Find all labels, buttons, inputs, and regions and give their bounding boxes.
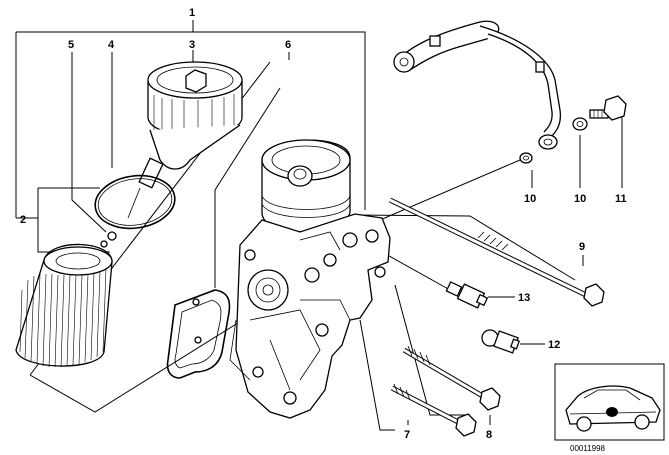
washer-icon [519,117,588,164]
callout-11: 11 [615,193,627,205]
callout-8: 8 [486,429,492,441]
callout-7: 7 [404,429,410,441]
small-seal-icon [100,231,117,248]
callout-12: 12 [548,339,560,351]
callout-10b: 10 [574,193,586,205]
callout-labels: 1 2 3 4 5 6 7 8 9 10 10 11 12 13 [20,7,627,441]
gasket-icon [166,87,281,379]
bolt-icon [402,345,501,411]
car-silhouette-icon [565,385,661,432]
callout-1: 1 [189,7,195,19]
inset-code: 00011998 [570,444,606,453]
filter-element-icon [15,243,113,368]
bolt-icon [390,383,477,437]
callout-10a: 10 [524,193,536,205]
o-ring-icon [94,174,176,230]
callout-3: 3 [189,39,195,51]
callout-13: 13 [518,292,530,304]
callout-4: 4 [108,39,115,51]
housing-icon [229,139,391,419]
inset-car-box: 00011998 [554,363,665,453]
callout-9: 9 [579,241,585,253]
callout-5: 5 [68,39,74,51]
sensor-icon [445,281,489,309]
sensor-icon [481,329,521,354]
callout-2: 2 [20,214,26,226]
bolt-icon [388,197,605,307]
oil-line-icon [393,20,562,150]
callout-6: 6 [285,39,291,51]
bolt-icon [589,95,627,121]
filter-cap-icon [127,61,243,219]
